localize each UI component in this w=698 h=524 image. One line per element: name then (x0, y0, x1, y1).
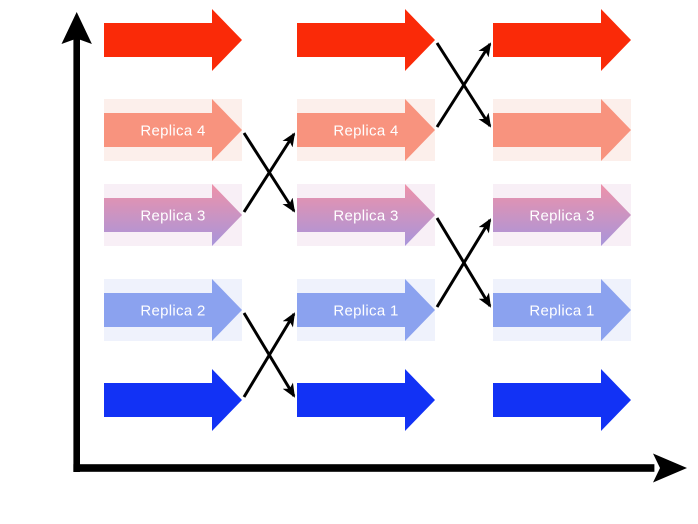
replica-arrow-r3c2: Replica 3 (297, 184, 435, 246)
block-arrow-icon (493, 184, 631, 246)
exchange-arrow-up-icon (242, 312, 296, 398)
block-arrow-icon (104, 9, 242, 71)
x-axis-line (73, 464, 655, 472)
replica-arrow-r1c2 (297, 9, 435, 71)
replica-arrow-r5c1 (104, 369, 242, 431)
replica-arrow-r5c3 (493, 369, 631, 431)
exchange-cross-c2c3-r1r2 (435, 42, 492, 128)
replica-label: Replica 1 (529, 303, 594, 320)
block-arrow-icon (493, 9, 631, 71)
replica-label: Replica 4 (140, 123, 205, 140)
block-arrow-icon (297, 9, 435, 71)
replica-label: Replica 3 (140, 208, 205, 225)
exchange-arrow-up-icon (435, 218, 492, 308)
y-axis-arrowhead-icon (61, 12, 92, 44)
block-arrow-icon (297, 99, 435, 161)
exchange-cross-c1c2-r2r3 (242, 132, 296, 213)
block-arrow-icon (297, 279, 435, 341)
replica-label: Replica 2 (140, 303, 205, 320)
replica-label: Replica 3 (333, 208, 398, 225)
block-arrow-icon (104, 369, 242, 431)
block-arrow-icon (493, 99, 631, 161)
replica-arrow-r2c3 (493, 99, 631, 161)
x-axis-arrowhead-icon (653, 453, 687, 483)
x-axis (73, 453, 687, 483)
block-arrow-icon (104, 279, 242, 341)
block-arrow-icon (297, 369, 435, 431)
block-arrow-icon (104, 99, 242, 161)
exchange-arrow-up-icon (435, 42, 492, 128)
replica-label: Replica 3 (529, 208, 594, 225)
y-axis-line (73, 36, 80, 472)
replica-label: Replica 1 (333, 303, 398, 320)
replica-arrow-r1c3 (493, 9, 631, 71)
y-axis (61, 12, 92, 472)
exchange-cross-c2c3-r3r4 (435, 217, 492, 308)
block-arrow-icon (493, 369, 631, 431)
replica-arrow-r1c1 (104, 9, 242, 71)
replica-arrow-r5c2 (297, 369, 435, 431)
replica-arrow-r3c1: Replica 3 (104, 184, 242, 246)
block-arrow-icon (297, 184, 435, 246)
replica-arrow-r4c1: Replica 2 (104, 279, 242, 341)
replica-arrow-r4c2: Replica 1 (297, 279, 435, 341)
exchange-cross-c1c2-r4r5 (242, 312, 296, 398)
replica-arrow-r4c3: Replica 1 (493, 279, 631, 341)
replica-arrow-r3c3: Replica 3 (493, 184, 631, 246)
block-arrow-icon (493, 279, 631, 341)
replica-arrow-r2c2: Replica 4 (297, 99, 435, 161)
exchange-arrow-up-icon (242, 132, 296, 213)
replica-arrow-r2c1: Replica 4 (104, 99, 242, 161)
block-arrow-icon (104, 184, 242, 246)
replica-label: Replica 4 (333, 123, 398, 140)
